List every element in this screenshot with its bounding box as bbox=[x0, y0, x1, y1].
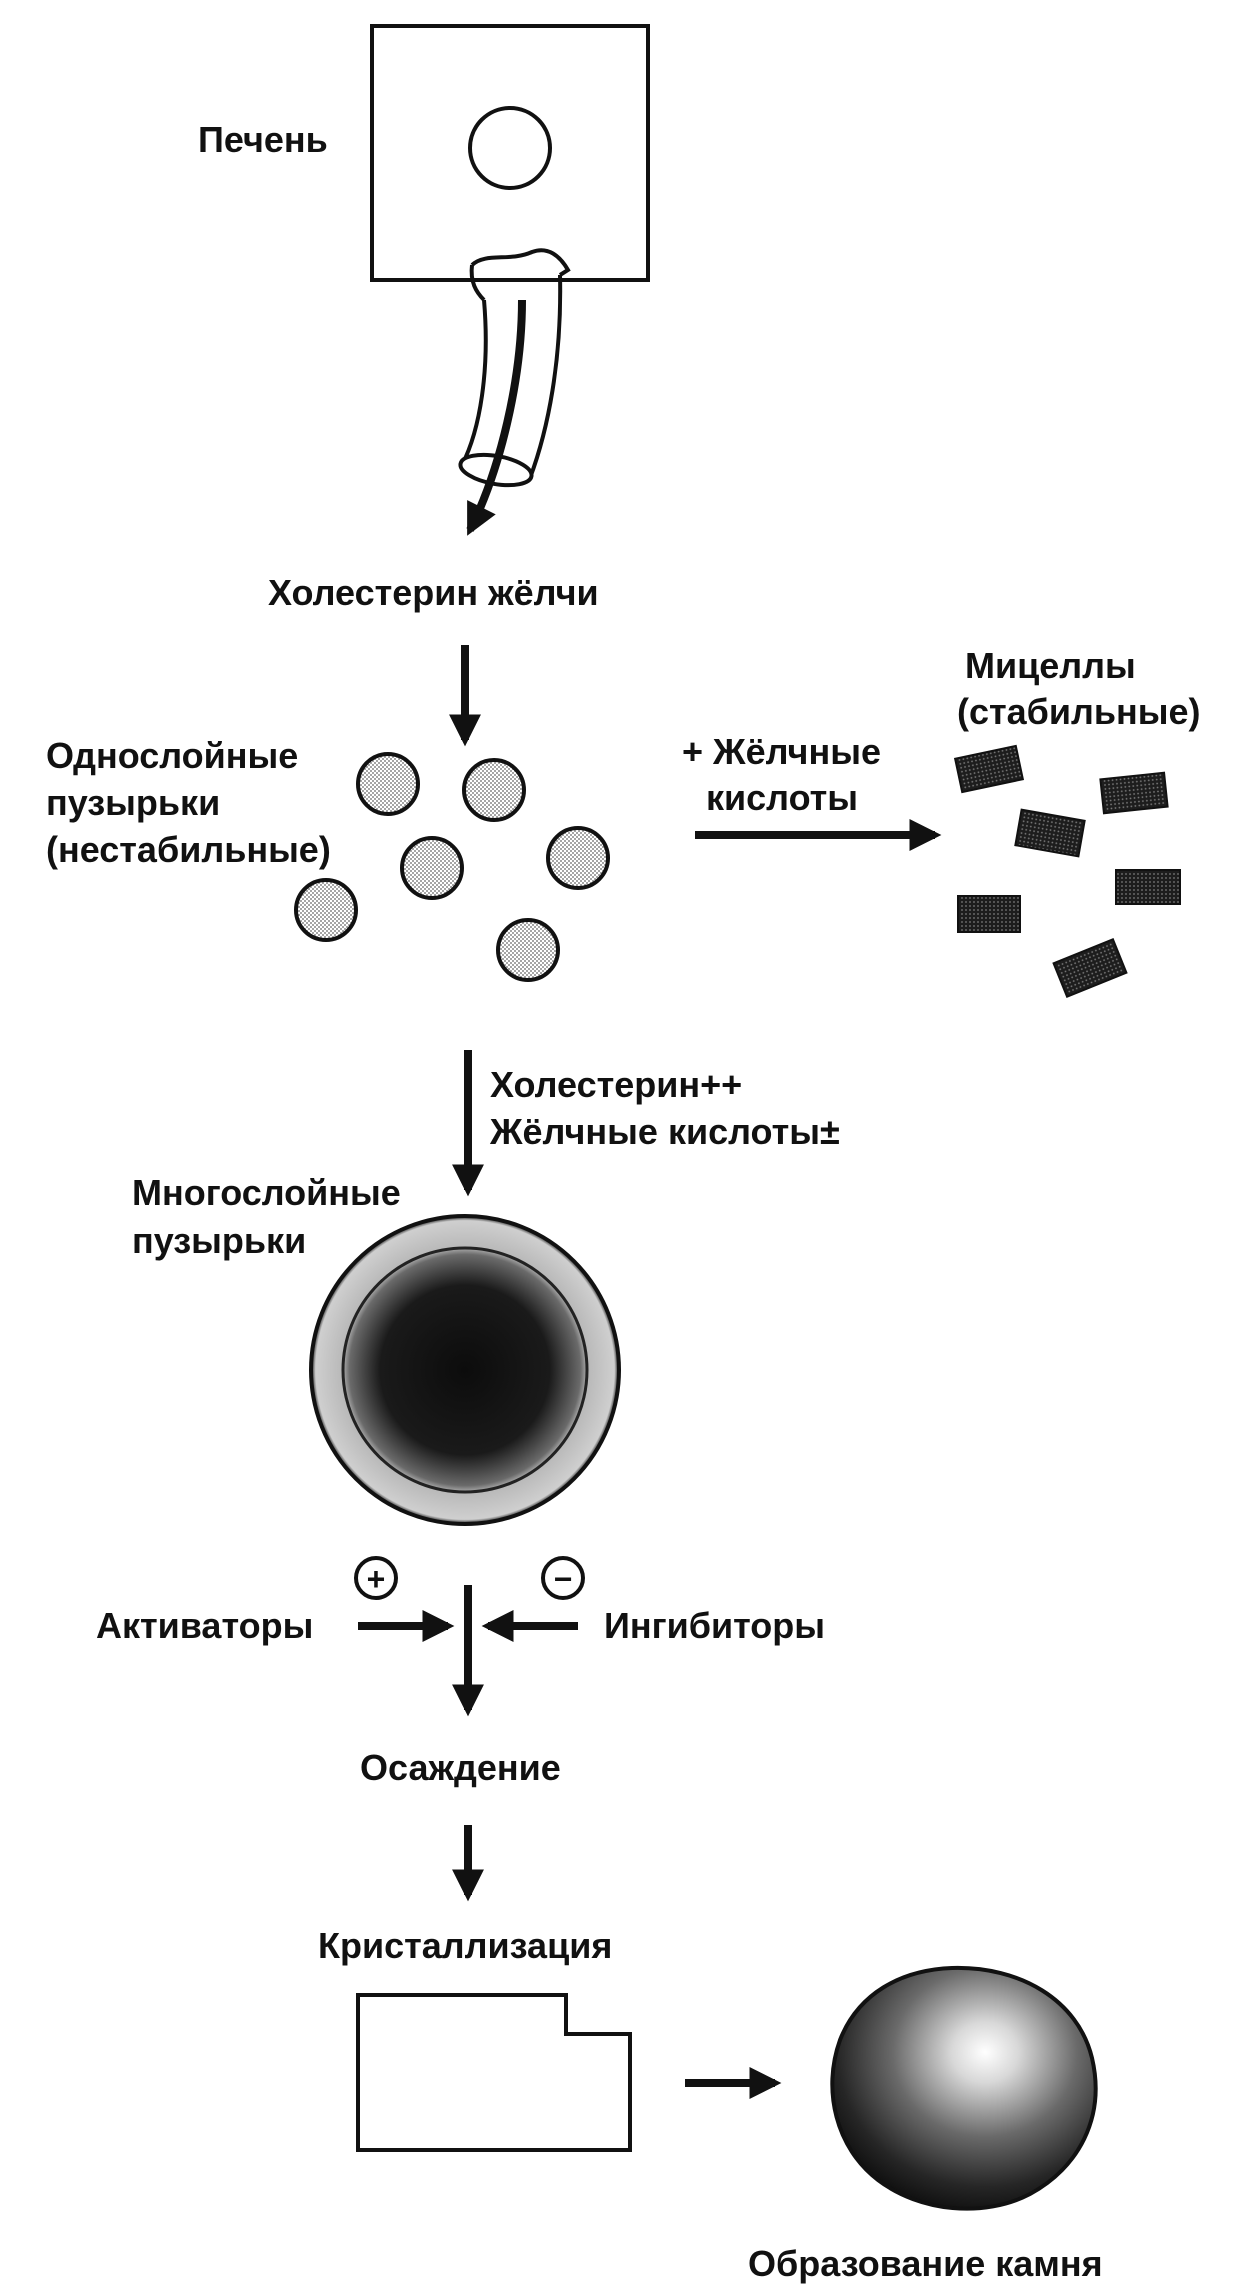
minus-badge: − bbox=[541, 1556, 585, 1600]
unilamellar-vesicle bbox=[294, 878, 358, 942]
multilamellar-inner-ring bbox=[341, 1246, 589, 1494]
label-bile-cholesterol: Холестерин жёлчи bbox=[268, 572, 599, 613]
label-unilamellar-3: (нестабильные) bbox=[46, 829, 331, 870]
unilamellar-vesicle bbox=[462, 758, 526, 822]
unilamellar-vesicle bbox=[400, 836, 464, 900]
micelle bbox=[1115, 869, 1181, 905]
unilamellar-vesicle bbox=[546, 826, 610, 890]
multilamellar-vesicle bbox=[309, 1214, 621, 1526]
gallstone bbox=[830, 1965, 1098, 2211]
label-cholesterol-plus: Холестерин++ bbox=[490, 1064, 742, 1105]
crystal-shape bbox=[356, 1993, 632, 2152]
bile-duct bbox=[458, 248, 571, 536]
label-micelles-1: Мицеллы bbox=[965, 645, 1136, 686]
svg-text:−: − bbox=[554, 1561, 573, 1597]
label-precipitation: Осаждение bbox=[360, 1747, 561, 1788]
micelles bbox=[953, 744, 1181, 998]
svg-text:+: + bbox=[367, 1561, 386, 1597]
liver-box bbox=[370, 24, 650, 282]
micelle bbox=[1014, 808, 1086, 858]
label-liver: Печень bbox=[198, 119, 328, 160]
label-unilamellar-2: пузырьки bbox=[46, 782, 220, 823]
label-bile-acids-pm: Жёлчные кислоты± bbox=[489, 1111, 840, 1152]
unilamellar-vesicles bbox=[294, 752, 610, 982]
micelle bbox=[957, 895, 1021, 933]
label-inhibitors: Ингибиторы bbox=[604, 1605, 825, 1646]
label-activators: Активаторы bbox=[96, 1605, 313, 1646]
unilamellar-vesicle bbox=[356, 752, 420, 816]
micelle bbox=[953, 744, 1025, 794]
liver-cell-circle bbox=[468, 106, 552, 190]
plus-badge: + bbox=[354, 1556, 398, 1600]
label-crystallization: Кристаллизация bbox=[318, 1925, 612, 1966]
label-multilamellar-1: Многослойные bbox=[132, 1172, 401, 1213]
label-bile-acids-2: кислоты bbox=[706, 777, 858, 818]
micelle bbox=[1052, 938, 1128, 998]
label-stone-formation: Образование камня bbox=[748, 2243, 1103, 2284]
label-unilamellar-1: Однослойные bbox=[46, 735, 298, 776]
label-multilamellar-2: пузырьки bbox=[132, 1220, 306, 1261]
label-micelles-2: (стабильные) bbox=[957, 691, 1201, 732]
unilamellar-vesicle bbox=[496, 918, 560, 982]
micelle bbox=[1099, 771, 1169, 815]
label-bile-acids-1: + Жёлчные bbox=[682, 731, 881, 772]
